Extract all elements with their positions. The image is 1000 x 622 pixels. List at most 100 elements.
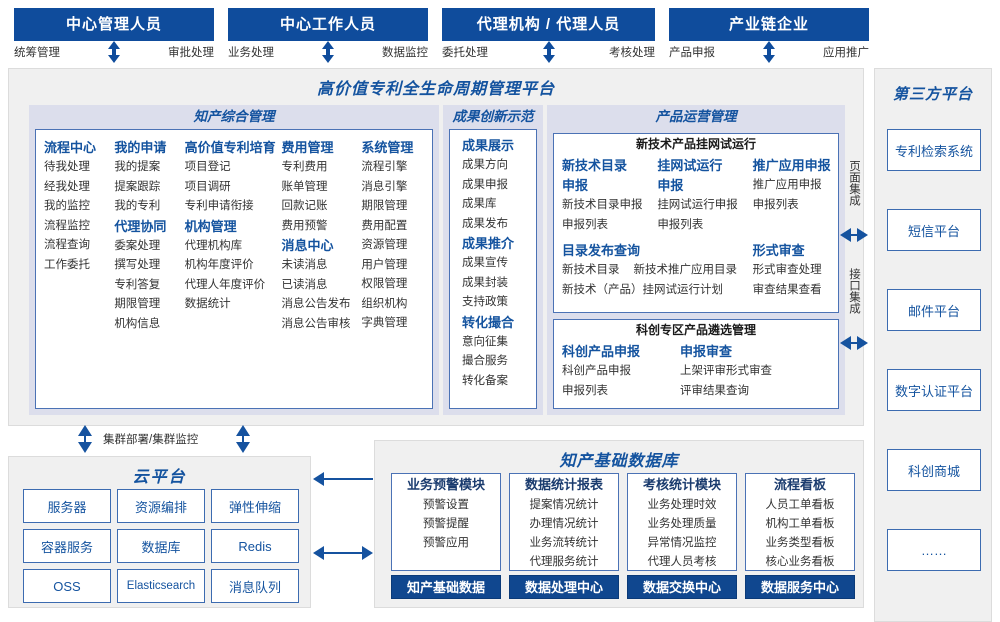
menu-item[interactable]: 成果申报	[462, 178, 508, 191]
db-column-item[interactable]: 人员工单看板	[765, 499, 835, 511]
db-footer-1[interactable]: 数据处理中心	[509, 575, 619, 599]
menu-item[interactable]: 成果库	[462, 198, 497, 210]
db-column-item[interactable]: 代理人员考核	[647, 556, 717, 568]
menu-item[interactable]: 支持政策	[462, 296, 508, 308]
menu-item[interactable]: 专利申请衔接	[184, 200, 254, 212]
menu-item[interactable]: 消息公告审核	[281, 317, 351, 330]
menu-item[interactable]: 提案跟踪	[114, 180, 161, 193]
menu-item[interactable]: 项目登记	[184, 161, 231, 173]
third-party-item-5[interactable]: ……	[887, 529, 981, 571]
menu-item[interactable]: 机构年度评价	[184, 259, 254, 271]
menu-item[interactable]: 成果宣传	[462, 257, 508, 269]
db-column-item[interactable]: 办理情况统计	[529, 518, 599, 530]
menu-item[interactable]: 费用配置	[361, 219, 408, 232]
menu-item[interactable]: 数据统计	[184, 298, 231, 310]
menu-item[interactable]: 形式审查处理	[752, 264, 822, 276]
menu-item[interactable]: 工作委托	[44, 258, 90, 271]
menu-item[interactable]: 审查结果查看	[752, 283, 822, 296]
menu-item[interactable]: 撮合服务	[462, 355, 508, 367]
cloud-cell-1[interactable]: 资源编排	[117, 489, 205, 523]
third-party-item-2[interactable]: 邮件平台	[887, 289, 981, 331]
menu-item[interactable]: 待我处理	[44, 161, 90, 173]
menu-item[interactable]: 申报列表	[562, 384, 608, 397]
db-column-item[interactable]: 预警设置	[423, 499, 469, 511]
actor-card-1[interactable]: 中心工作人员 业务处理 数据监控	[228, 8, 428, 63]
menu-item[interactable]: 项目调研	[184, 180, 231, 193]
cloud-cell-8[interactable]: 消息队列	[211, 569, 299, 603]
menu-item[interactable]: 用户管理	[361, 258, 408, 271]
actor-card-3[interactable]: 产业链企业 产品申报 应用推广	[669, 8, 869, 63]
menu-item[interactable]: 经我处理	[44, 180, 90, 193]
cloud-cell-4[interactable]: 数据库	[117, 529, 205, 563]
db-column-item[interactable]: 核心业务看板	[765, 556, 835, 568]
menu-item[interactable]: 专利答复	[114, 278, 161, 291]
menu-item[interactable]: 我的提案	[114, 161, 161, 173]
db-column-item[interactable]: 业务处理质量	[647, 518, 717, 530]
menu-item[interactable]: 已读消息	[281, 278, 328, 291]
menu-item[interactable]: 科创产品申报	[562, 365, 631, 377]
menu-item[interactable]: 申报列表	[562, 218, 608, 231]
menu-item[interactable]: 流程引擎	[361, 161, 408, 173]
menu-item[interactable]: 我的专利	[114, 200, 161, 212]
menu-item[interactable]: 转化备案	[462, 374, 508, 387]
db-column-item[interactable]: 业务类型看板	[765, 537, 835, 549]
menu-item[interactable]: 消息公告发布	[281, 298, 351, 310]
menu-item[interactable]: 新技术（产品）挂网试运行计划	[562, 283, 723, 296]
menu-item[interactable]: 我的监控	[44, 200, 90, 212]
cloud-cell-7[interactable]: Elasticsearch	[117, 569, 205, 603]
menu-item[interactable]: 流程查询	[44, 239, 90, 251]
db-column-item[interactable]: 提案情况统计	[529, 499, 599, 511]
menu-item[interactable]: 专利费用	[281, 161, 328, 173]
menu-item[interactable]: 未读消息	[281, 259, 328, 271]
menu-item[interactable]: 代理人年度评价	[184, 278, 266, 291]
actor-card-2[interactable]: 代理机构 / 代理人员 委托处理 考核处理	[442, 8, 655, 63]
menu-item[interactable]: 上架评审形式审查	[680, 365, 772, 377]
menu-item[interactable]: 流程监控	[44, 219, 90, 232]
menu-item[interactable]: 成果发布	[462, 217, 508, 230]
db-column-item[interactable]: 异常情况监控	[647, 537, 717, 549]
third-party-item-1[interactable]: 短信平台	[887, 209, 981, 251]
menu-item[interactable]: 字典管理	[361, 317, 408, 329]
menu-item[interactable]: 组织机构	[361, 297, 408, 310]
menu-item[interactable]: 申报列表	[657, 218, 704, 231]
menu-item[interactable]: 申报列表	[752, 198, 799, 211]
menu-item[interactable]: 意向征集	[462, 335, 508, 348]
menu-item[interactable]: 账单管理	[281, 180, 328, 193]
menu-item[interactable]: 新技术目录申报	[562, 199, 643, 211]
cloud-cell-2[interactable]: 弹性伸缩	[211, 489, 299, 523]
db-column-item[interactable]: 代理服务统计	[529, 556, 599, 568]
cloud-cell-3[interactable]: 容器服务	[23, 529, 111, 563]
db-column-item[interactable]: 预警提醒	[423, 518, 469, 530]
menu-item[interactable]: 消息引擎	[361, 180, 408, 193]
menu-item[interactable]: 成果封装	[462, 276, 508, 289]
menu-item[interactable]: 挂网试运行申报	[657, 199, 738, 211]
cloud-cell-5[interactable]: Redis	[211, 529, 299, 563]
db-column-item[interactable]: 预警应用	[423, 537, 469, 549]
third-party-item-3[interactable]: 数字认证平台	[887, 369, 981, 411]
db-footer-0[interactable]: 知产基础数据	[391, 575, 501, 599]
cloud-cell-0[interactable]: 服务器	[23, 489, 111, 523]
menu-item[interactable]: 费用预警	[281, 219, 328, 232]
db-footer-3[interactable]: 数据服务中心	[745, 575, 855, 599]
menu-item[interactable]: 权限管理	[361, 278, 408, 290]
menu-item[interactable]: 评审结果查询	[680, 384, 749, 397]
menu-item[interactable]: 撰写处理	[114, 259, 161, 271]
menu-item[interactable]: 期限管理	[114, 298, 161, 310]
menu-item[interactable]: 机构信息	[114, 317, 161, 330]
menu-item[interactable]: 新技术目录	[562, 264, 620, 276]
menu-item[interactable]: 资源管理	[361, 239, 408, 251]
menu-item[interactable]: 推广应用申报	[752, 179, 822, 191]
db-column-item[interactable]: 业务处理时效	[647, 499, 717, 511]
third-party-item-0[interactable]: 专利检索系统	[887, 129, 981, 171]
actor-card-0[interactable]: 中心管理人员 统筹管理 审批处理	[14, 8, 214, 63]
menu-item[interactable]: 代理机构库	[184, 239, 243, 252]
menu-item[interactable]: 委案处理	[114, 239, 161, 252]
menu-item[interactable]: 成果方向	[462, 159, 508, 171]
db-column-item[interactable]: 机构工单看板	[765, 518, 835, 530]
menu-item[interactable]: 新技术推广应用目录	[633, 264, 738, 276]
menu-item[interactable]: 回款记账	[281, 200, 328, 212]
menu-item[interactable]: 期限管理	[361, 200, 408, 212]
third-party-item-4[interactable]: 科创商城	[887, 449, 981, 491]
db-footer-2[interactable]: 数据交换中心	[627, 575, 737, 599]
db-column-item[interactable]: 业务流转统计	[529, 537, 599, 549]
